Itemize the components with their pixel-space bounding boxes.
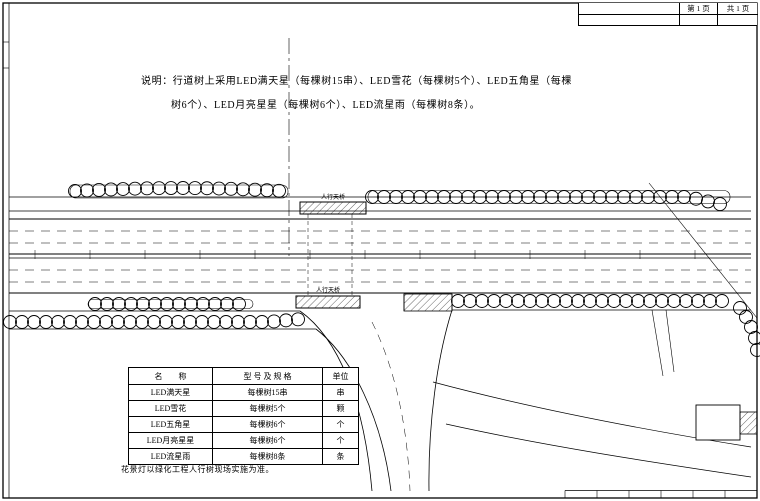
table-row: LED五角星 每棵树6个 个 [128, 416, 359, 433]
title-block-empty-cell [717, 15, 758, 26]
note-line-1: 说明：行道树上采用LED满天星（每棵树15串）、LED雪花（每棵树5个）、LED… [141, 76, 572, 87]
cell-spec: 每棵树6个 [212, 432, 323, 449]
bridge-bottom-label: 人行天桥 [316, 286, 340, 294]
col-header-unit: 单位 [322, 367, 359, 385]
boundary-diagonal [648, 182, 758, 319]
ramp-centerline [371, 321, 411, 492]
cell-unit: 个 [322, 416, 359, 433]
note-line-2: 树6个）、LED月亮星星（每棵树6个）、LED流星雨（每棵树8条）。 [171, 100, 481, 111]
table-row: LED月亮星星 每棵树6个 个 [128, 432, 359, 449]
building-outline [695, 404, 741, 441]
cell-unit: 条 [322, 448, 359, 465]
pedestrian-bridge-top [299, 201, 367, 215]
pedestrian-bridge-bottom [295, 295, 361, 309]
table-row: LED满天星 每棵树15串 串 [128, 384, 359, 401]
table-row: LED雪花 每棵树5个 颗 [128, 400, 359, 417]
ramp-edge-right [428, 309, 453, 492]
cell-name: LED五角星 [128, 416, 213, 433]
building-annex [739, 411, 758, 435]
cell-unit: 串 [322, 384, 359, 401]
cell-spec: 每棵树15串 [212, 384, 323, 401]
cell-name: LED月亮星星 [128, 432, 213, 449]
cell-name: LED雪花 [128, 400, 213, 417]
page-total: 共 1 页 [717, 3, 758, 15]
cell-spec: 每棵树5个 [212, 400, 323, 417]
cell-unit: 颗 [322, 400, 359, 417]
street-trees [3, 181, 760, 357]
branch-road-edge-2 [445, 423, 752, 478]
table-row: LED流星雨 每棵树8条 条 [128, 448, 359, 465]
cell-spec: 每棵树6个 [212, 416, 323, 433]
crosswalk-hatch [403, 293, 453, 312]
title-block-empty-cell [679, 15, 717, 26]
title-block: 第 1 页 共 1 页 [578, 3, 758, 26]
note-text: 说明：行道树上采用LED满天星（每棵树15串）、LED雪花（每棵树5个）、LED… [141, 70, 572, 118]
road-plan: 人行天桥 人行天桥 [9, 38, 758, 492]
planting-strip-top-left [69, 184, 289, 199]
median-island [87, 299, 254, 309]
title-block-empty-cell [579, 3, 679, 15]
bridge-top-label: 人行天桥 [321, 193, 345, 201]
materials-table: 名 称 型 号 及 规 格 单位 LED满天星 每棵树15串 串 LED雪花 每… [128, 367, 359, 465]
ramp-edge-outer [315, 328, 392, 492]
table-footnote: 花景灯以绿化工程人行树现场实施为准。 [121, 465, 274, 474]
col-header-name: 名 称 [128, 367, 213, 385]
title-block-empty-cell [579, 15, 679, 26]
cell-unit: 个 [322, 432, 359, 449]
cell-name: LED满天星 [128, 384, 213, 401]
cell-name: LED流星雨 [128, 448, 213, 465]
col-header-spec: 型 号 及 规 格 [212, 367, 323, 385]
chainage-ticks [34, 250, 696, 259]
planting-strip-top-right [367, 190, 731, 204]
cell-spec: 每棵树8条 [212, 448, 323, 465]
page-number: 第 1 页 [679, 3, 717, 15]
table-header-row: 名 称 型 号 及 规 格 单位 [128, 367, 359, 385]
